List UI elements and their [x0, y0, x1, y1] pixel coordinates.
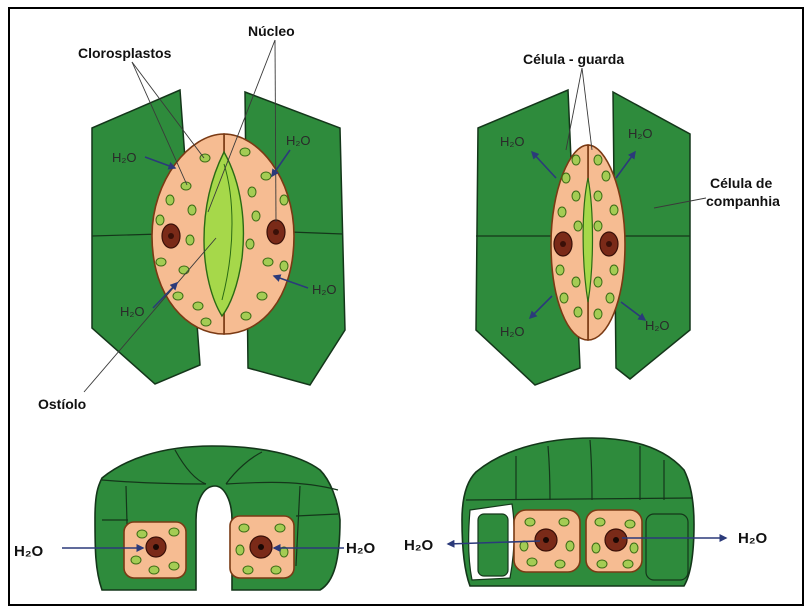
h2o-label: H₂O [500, 134, 525, 149]
label-nucleus: Núcleo [248, 23, 295, 39]
h2o-label: H₂O [286, 133, 311, 148]
nucleolus [273, 229, 279, 235]
label-guard-cell: Célula - guarda [523, 51, 624, 67]
h2o-label: H₂O [120, 304, 145, 319]
nucleolus [560, 241, 566, 247]
nucleolus [543, 537, 549, 543]
h2o-label: H₂O [500, 324, 525, 339]
h2o-label: H₂O [346, 540, 375, 557]
h2o-label: H₂O [645, 318, 670, 333]
inner-cell [646, 514, 688, 580]
nucleolus [613, 537, 619, 543]
nucleolus [168, 233, 174, 239]
h2o-label: H₂O [112, 150, 137, 165]
nucleolus [606, 241, 612, 247]
nucleolus [258, 544, 264, 550]
inner-cell [478, 514, 508, 576]
label-companion-cell-line2: companhia [706, 193, 780, 209]
h2o-label: H₂O [628, 126, 653, 141]
h2o-label: H₂O [14, 543, 43, 560]
label-chloroplasts: Clorosplastos [78, 45, 172, 61]
label-companion-cell-line1: Célula de [710, 175, 772, 191]
nucleolus [153, 544, 159, 550]
label-ostiole: Ostíolo [38, 396, 86, 412]
h2o-label: H₂O [404, 537, 433, 554]
h2o-label: H₂O [738, 530, 767, 547]
h2o-label: H₂O [312, 282, 337, 297]
